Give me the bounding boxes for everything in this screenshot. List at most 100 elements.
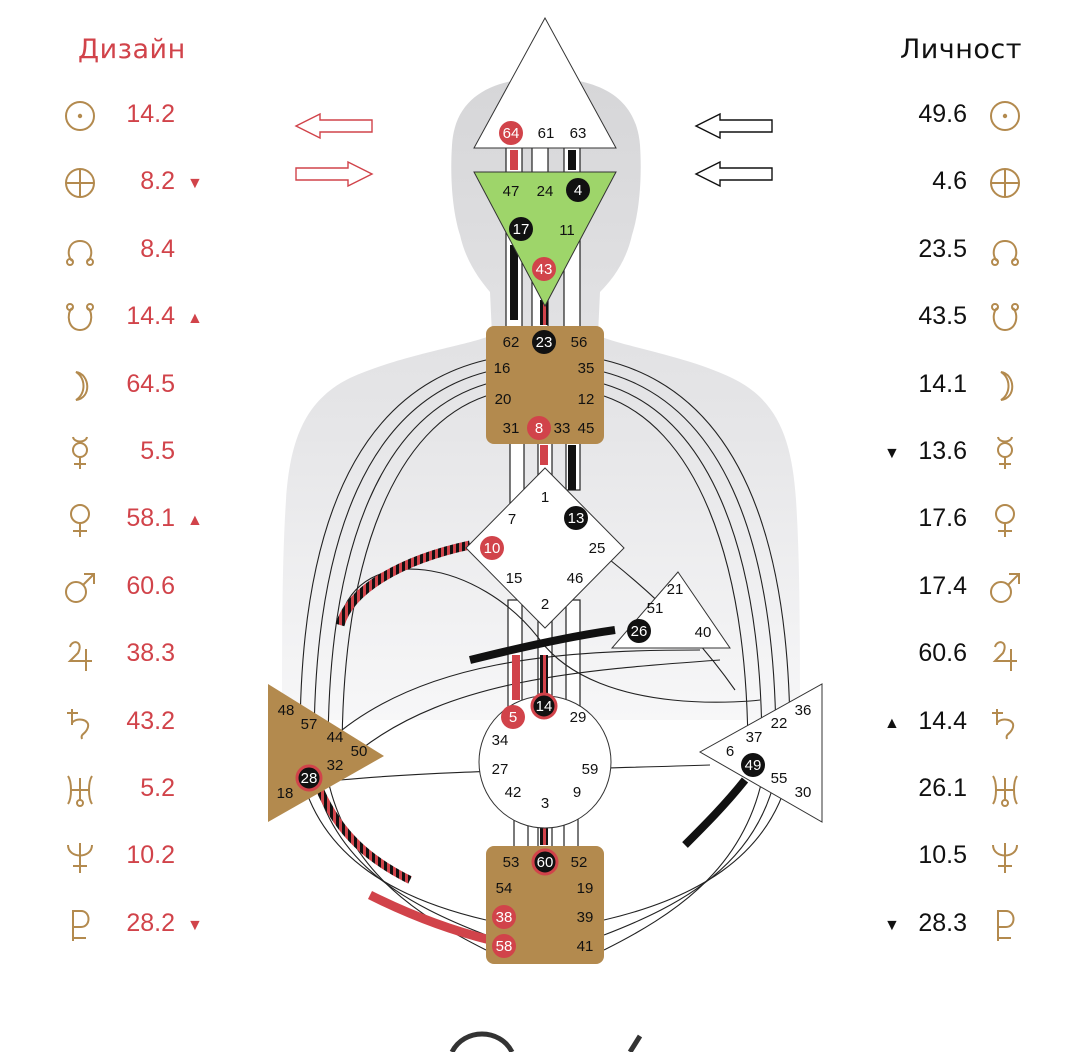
exalted-arrow-icon: ▲	[187, 310, 203, 328]
saturn-icon	[985, 703, 1025, 743]
personality-value: 49.6	[918, 100, 967, 128]
personality-value: 60.6	[918, 639, 967, 668]
gate-label: 57	[301, 716, 318, 733]
centers	[268, 16, 823, 964]
pluto-icon	[985, 905, 1025, 945]
gate-activation-marker	[499, 121, 523, 145]
gate-label: 46	[567, 570, 584, 587]
gate-label: 39	[577, 909, 594, 926]
gate-label: 45	[578, 420, 595, 437]
gate-label: 48	[278, 702, 295, 719]
design-arrow-top-left	[294, 112, 373, 140]
gate-label: 42	[505, 784, 522, 801]
gate-label: 63	[570, 125, 587, 142]
design-row: 14.4 ▲	[50, 298, 250, 338]
personality-value: 14.4	[918, 706, 967, 735]
gate-label: 23	[536, 334, 553, 351]
design-value: 43.2	[126, 706, 175, 735]
detriment-arrow-icon: ▼	[884, 916, 900, 934]
gate-activation-marker	[492, 934, 516, 958]
gate-label: 5	[509, 709, 517, 726]
design-row: 8.2▼	[50, 163, 250, 203]
saturn-icon	[60, 703, 100, 743]
exalted-arrow-icon: ▲	[187, 512, 203, 530]
gate-label: 61	[538, 125, 555, 142]
gate-label: 12	[578, 391, 595, 408]
gate-label: 41	[577, 938, 594, 955]
gate-label: 15	[506, 570, 523, 587]
gate-label: 1	[541, 489, 549, 506]
gate-label: 44	[327, 729, 344, 746]
personality-value: 4.6	[932, 167, 967, 196]
gate-activation-marker	[527, 416, 551, 440]
south-node-icon	[985, 298, 1025, 338]
personality-value: 28.3	[918, 908, 967, 937]
gate-activation-marker	[532, 257, 556, 281]
gate-label: 43	[536, 261, 553, 278]
design-value: 14.4	[126, 302, 175, 331]
uranus-icon	[60, 770, 100, 810]
gate-label: 18	[277, 785, 294, 802]
gate-label: 38	[496, 909, 513, 926]
personality-value: 14.1	[918, 369, 967, 398]
north-node-icon	[985, 231, 1025, 271]
gate-activation-marker	[564, 506, 588, 530]
design-value: 58.1	[126, 504, 175, 533]
earth-icon	[985, 163, 1025, 203]
design-value: 38.3	[126, 639, 175, 668]
mars-icon	[985, 568, 1025, 608]
gate-activation-marker	[501, 705, 525, 729]
gate-label: 6	[726, 743, 734, 760]
mercury-icon	[985, 433, 1025, 473]
gate-label: 60	[537, 854, 554, 871]
gate-activation-marker	[295, 764, 323, 792]
design-row: 5.5	[50, 433, 250, 473]
pluto-icon	[60, 905, 100, 945]
gate-label: 54	[496, 880, 513, 897]
personality-row: 10.5	[870, 837, 1070, 877]
gate-label: 53	[503, 854, 520, 871]
design-row: 58.1 ▲	[50, 500, 250, 540]
design-value: 8.4	[140, 234, 175, 263]
logo-partial-icon	[449, 1031, 515, 1052]
gate-label: 56	[571, 334, 588, 351]
gate-label: 33	[554, 420, 571, 437]
gate-label: 2	[541, 596, 549, 613]
gate-label: 64	[503, 125, 520, 142]
personality-arrow-top-left	[694, 112, 773, 140]
center-head	[473, 16, 617, 149]
gate-label: 47	[503, 183, 520, 200]
design-row: 38.3	[50, 635, 250, 675]
gate-label: 35	[578, 360, 595, 377]
gate-activation-marker	[627, 619, 651, 643]
gate-label: 31	[503, 420, 520, 437]
personality-value: 26.1	[918, 774, 967, 802]
design-value: 5.2	[140, 774, 175, 802]
personality-value: 17.4	[918, 571, 967, 600]
personality-value: 13.6	[918, 437, 967, 465]
center-throat	[486, 326, 604, 444]
sun-icon	[60, 96, 100, 136]
gate-label: 24	[537, 183, 554, 200]
design-row: 64.5	[50, 366, 250, 406]
gate-label: 62	[503, 334, 520, 351]
design-row: 5.2	[50, 770, 250, 810]
design-value: 8.2	[140, 167, 175, 196]
gate-activation-marker	[531, 848, 559, 876]
gate-label: 55	[771, 770, 788, 787]
center-spleen	[268, 684, 384, 822]
gate-activation-marker	[530, 692, 558, 720]
center-root	[486, 846, 604, 964]
personality-value: 10.5	[918, 841, 967, 870]
gate-activation-marker	[480, 536, 504, 560]
personality-row: 43.5	[870, 298, 1070, 338]
south-node-icon	[60, 298, 100, 338]
center-ajna	[473, 171, 617, 308]
personality-row: 4.6	[870, 163, 1070, 203]
gate-label: 30	[795, 784, 812, 801]
gate-label: 14	[536, 698, 553, 715]
mars-icon	[60, 568, 100, 608]
personality-row: 13.6▼	[870, 433, 1070, 473]
gate-label: 32	[327, 757, 344, 774]
